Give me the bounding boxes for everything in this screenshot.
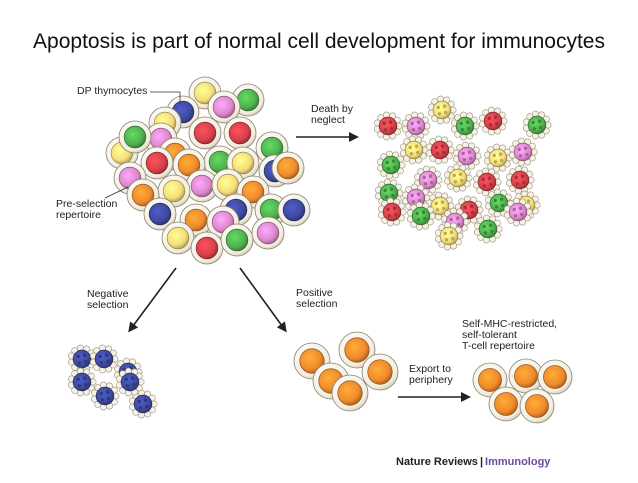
positive-selection-cell — [331, 374, 369, 412]
credit-separator: | — [479, 456, 484, 468]
pre-selection-label-line2: repertoire — [56, 209, 101, 221]
dp-thymocyte-cell — [207, 90, 241, 124]
positive-selection-cell — [361, 353, 399, 391]
death-by-neglect-label-line2: neglect — [311, 114, 345, 126]
apoptotic-cell — [505, 165, 535, 195]
dp-thymocyte-cell — [118, 120, 152, 154]
dp-thymocyte-cell — [190, 231, 224, 265]
dp-thymocyte-cell — [251, 216, 285, 250]
death-by-neglect-label-line1: Death by — [311, 103, 354, 115]
dp-thymocyte-cell — [220, 223, 254, 257]
export-label-line1: Export to — [409, 363, 452, 375]
apoptotic-cell — [472, 167, 502, 197]
exported-t-cell — [537, 359, 573, 395]
dp-thymocyte-cell — [203, 145, 237, 179]
dp-thymocyte-cell — [143, 197, 177, 231]
apoptotic-cell — [376, 150, 406, 180]
dp-thymocyte-cell — [223, 116, 257, 150]
dp-thymocytes-leader — [150, 91, 181, 104]
positive-selection-label-line2: selection — [296, 298, 338, 310]
positive-selection-cell — [338, 331, 376, 369]
apoptotic-cell — [503, 197, 533, 227]
exported-t-cell — [519, 388, 555, 424]
apoptotic-cell — [373, 111, 403, 141]
dp-thymocyte-cell — [211, 168, 245, 202]
repertoire-label-line1: Self-MHC-restricted, — [462, 318, 558, 330]
negative-selection-cell — [115, 367, 145, 397]
apoptotic-cell — [401, 111, 431, 141]
negative-selection-cell — [90, 381, 120, 411]
apoptotic-cell — [443, 163, 473, 193]
dp-thymocyte-cell — [140, 146, 174, 180]
positive-selection-arrow — [239, 267, 287, 333]
apoptotic-cell — [434, 221, 464, 251]
apoptotic-cell — [473, 214, 503, 244]
negative-selection-cell — [89, 344, 119, 374]
apoptotic-cell — [478, 106, 508, 136]
positive-selection-label-line1: Positive — [296, 287, 333, 299]
apoptotic-cell — [377, 197, 407, 227]
negative-selection-label-line1: Negative — [87, 288, 129, 300]
pre-selection-leader — [104, 186, 129, 199]
dp-thymocyte-cell — [161, 221, 195, 255]
repertoire-label-line2: self-tolerant — [462, 329, 517, 341]
exported-t-cell — [488, 386, 524, 422]
apoptotic-cell — [450, 111, 480, 141]
apoptotic-cell — [427, 95, 457, 125]
journal-section: Immunology — [485, 456, 551, 468]
apoptotic-cell — [425, 135, 455, 165]
pre-selection-label-line1: Pre-selection — [56, 198, 118, 210]
dp-thymocytes-label: DP thymocytes — [77, 85, 148, 97]
apoptotic-cell — [522, 110, 552, 140]
negative-selection-cell — [128, 389, 158, 419]
exported-t-cell — [508, 358, 544, 394]
export-label-line2: periphery — [409, 374, 453, 386]
negative-selection-label-line2: selection — [87, 299, 129, 311]
dp-thymocyte-cell — [188, 116, 222, 150]
page-title: Apoptosis is part of normal cell develop… — [33, 30, 605, 53]
dp-thymocyte-cell — [271, 151, 305, 185]
journal-name: Nature Reviews — [396, 456, 478, 468]
apoptotic-cell — [508, 137, 538, 167]
apoptotic-cell — [399, 135, 429, 165]
negative-selection-cell — [67, 367, 97, 397]
negative-selection-arrow — [128, 267, 177, 333]
apoptotic-cell — [452, 141, 482, 171]
journal-credit: Nature Reviews|Immunology — [396, 456, 550, 468]
apoptotic-cell — [483, 143, 513, 173]
apoptotic-cell — [406, 201, 436, 231]
repertoire-label-line3: T-cell repertoire — [462, 340, 535, 352]
dp-thymocyte-cell — [277, 193, 311, 227]
